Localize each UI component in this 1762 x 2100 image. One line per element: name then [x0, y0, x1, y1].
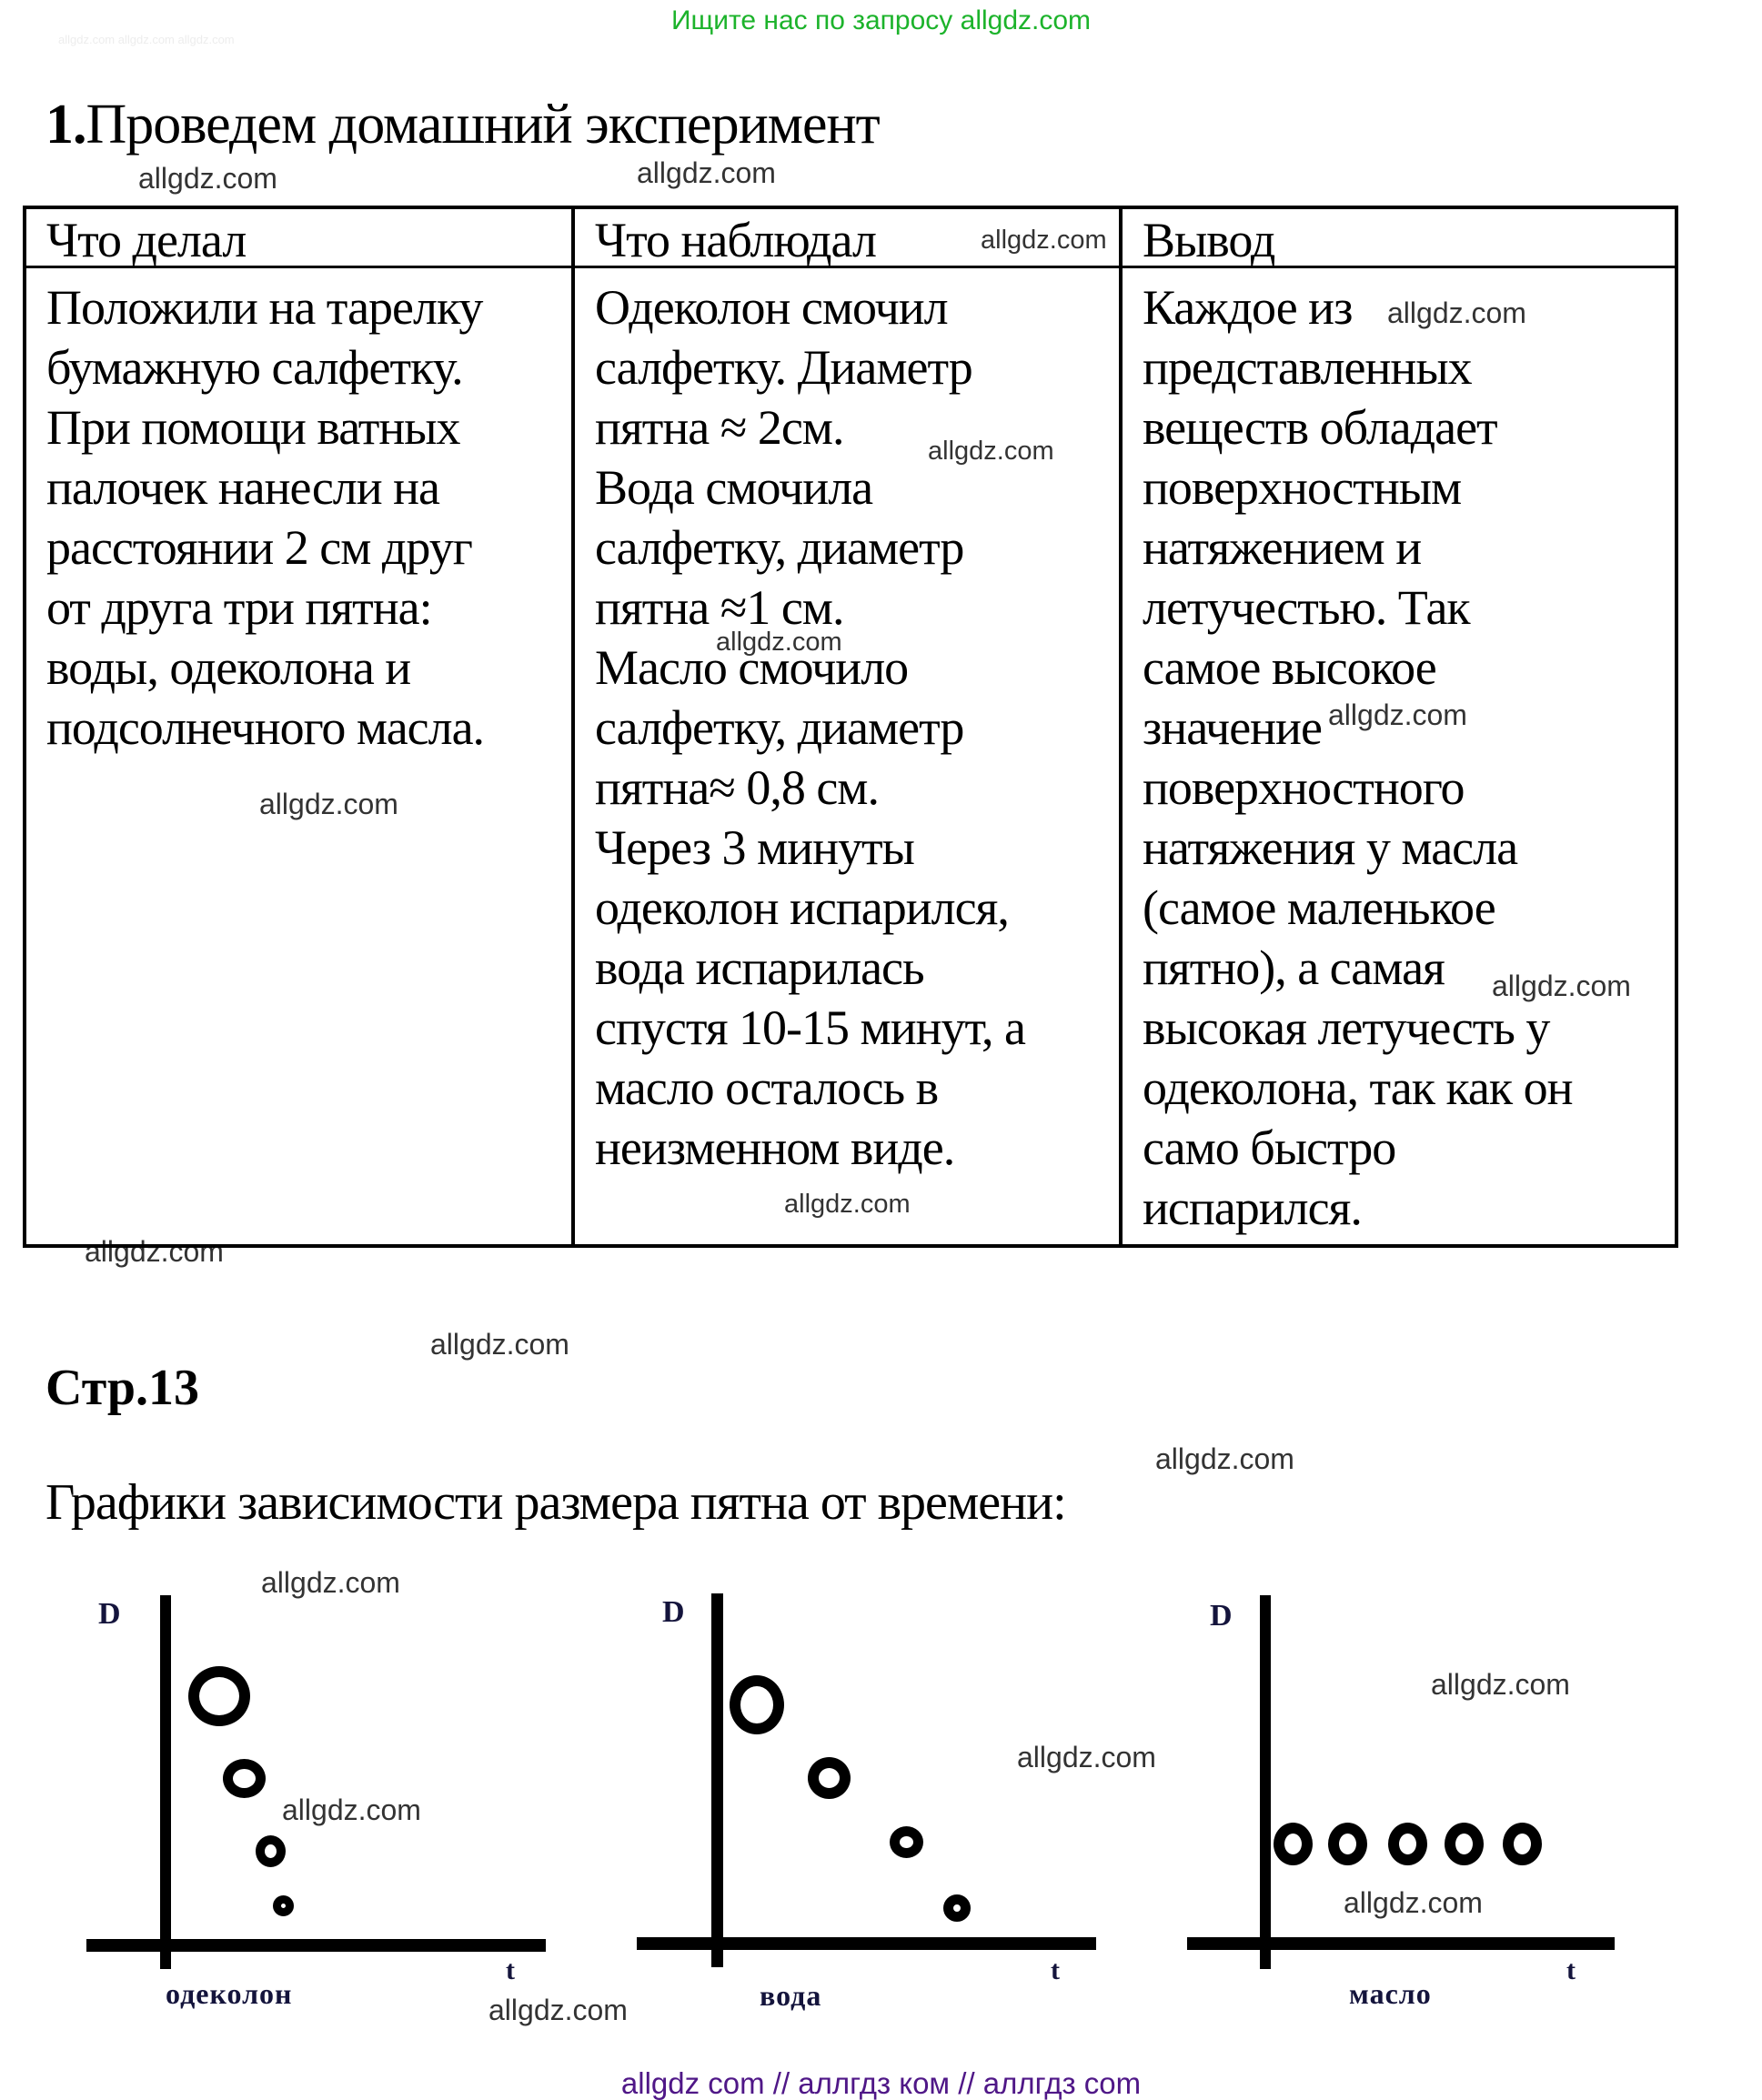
page-title: 1.Проведем домашний эксперимент	[45, 94, 881, 156]
table-header-conclusion: Вывод	[1123, 209, 1675, 268]
graphs-heading: Графики зависимости размера пятна от вре…	[45, 1474, 1067, 1531]
table-header-what-did: Что делал	[26, 209, 575, 268]
watermark: allgdz.com	[85, 1235, 224, 1268]
y-axis-line	[711, 1593, 723, 1967]
watermark: allgdz.com	[928, 437, 1054, 466]
data-point-circle	[188, 1666, 250, 1726]
watermark: allgdz.com	[1431, 1668, 1570, 1701]
watermark: allgdz.com	[259, 788, 398, 820]
footer-line: allgdz com // аллгдз ком // аллгдз com	[620, 2066, 1142, 2100]
watermark: allgdz.com	[716, 628, 842, 657]
x-axis-line	[1187, 1937, 1615, 1950]
x-axis-line	[637, 1937, 1096, 1950]
y-axis-line	[160, 1595, 171, 1969]
y-axis-label: D	[662, 1595, 685, 1629]
table-cell-what-did: Положили на тарелку бумажную салфетку. П…	[26, 268, 575, 1244]
faint-watermark-row: allgdz.com allgdz.com allgdz.com	[58, 33, 235, 46]
data-point-circle	[273, 1895, 294, 1916]
table-cell-what-observed: Одеколон смочил салфетку. Диаметр пятна …	[575, 268, 1123, 1244]
watermark: allgdz.com	[138, 162, 277, 195]
table-cell-conclusion: Каждое из представленных веществ обладае…	[1143, 280, 1573, 1235]
watermark: allgdz.com	[1328, 698, 1467, 731]
watermark: allgdz.com	[1387, 296, 1526, 329]
x-axis-label: t	[506, 1955, 515, 1985]
data-point-circle	[890, 1826, 923, 1858]
data-point-circle	[943, 1894, 971, 1922]
watermark: allgdz.com	[1017, 1741, 1156, 1773]
y-axis-label: D	[1210, 1599, 1233, 1633]
data-point-circle	[256, 1835, 286, 1867]
page-number-label: Стр.13	[45, 1360, 200, 1416]
title-number: 1.	[45, 94, 86, 156]
watermark: allgdz.com	[261, 1566, 400, 1599]
data-point-circle	[1388, 1823, 1427, 1865]
watermark: allgdz.com	[1492, 970, 1631, 1002]
title-text: Проведем домашний эксперимент	[86, 94, 881, 156]
data-point-circle	[1445, 1823, 1484, 1865]
data-point-circle	[808, 1757, 851, 1799]
watermark: allgdz.com	[981, 226, 1107, 255]
data-point-circle	[223, 1759, 266, 1798]
watermark: allgdz.com	[1155, 1442, 1294, 1475]
x-axis-label: t	[1051, 1955, 1060, 1985]
watermark: allgdz.com	[1344, 1886, 1483, 1919]
graph-title: масло	[1349, 1977, 1432, 2010]
data-point-circle	[1328, 1823, 1367, 1865]
promo-line: Ищите нас по запросу allgdz.com	[670, 5, 1092, 35]
y-axis-line	[1260, 1595, 1271, 1969]
watermark: allgdz.com	[637, 156, 776, 189]
table-header-what-observed: Что наблюдал	[575, 209, 1123, 268]
graph-title: вода	[760, 1979, 822, 2012]
graph-title: одеколон	[166, 1977, 293, 2010]
watermark: allgdz.com	[430, 1328, 569, 1361]
experiment-table: Что делал Что наблюдал Вывод Положили на…	[23, 206, 1678, 1248]
watermark: allgdz.com	[488, 1994, 628, 2026]
x-axis-line	[86, 1939, 546, 1952]
data-point-circle	[1274, 1823, 1313, 1865]
x-axis-label: t	[1566, 1955, 1576, 1985]
watermark: allgdz.com	[282, 1794, 421, 1826]
watermark: allgdz.com	[784, 1190, 911, 1219]
data-point-circle	[1503, 1823, 1542, 1865]
data-point-circle	[730, 1675, 784, 1734]
y-axis-label: D	[98, 1597, 121, 1631]
